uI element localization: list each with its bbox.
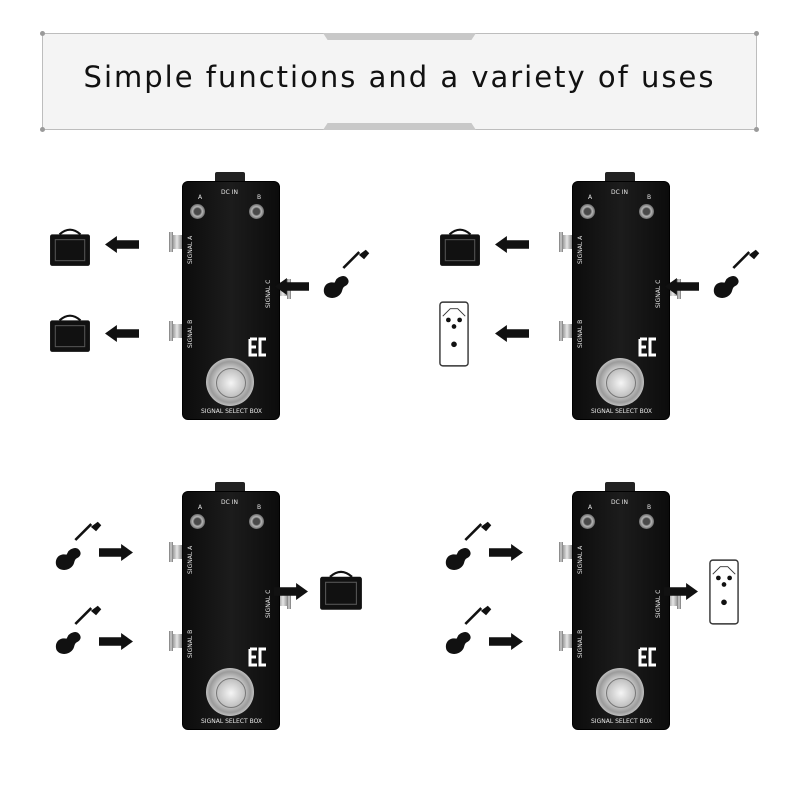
- dc-in-label: DC IN: [221, 189, 238, 196]
- arrow-right-icon: [95, 544, 137, 561]
- led-a-label: A: [198, 504, 203, 511]
- signal-a-label: SIGNAL A: [187, 545, 194, 574]
- signal-select-pedal: A DC IN B SIGNAL A SIGNAL B SIGNAL C SIG…: [545, 170, 685, 430]
- brand-logo: [248, 337, 268, 359]
- pedal-name-label: SIGNAL SELECT BOX: [201, 408, 263, 415]
- banner-corner-dot: [40, 127, 45, 132]
- jack-signal-b: [169, 321, 182, 341]
- signal-b-label: SIGNAL B: [187, 629, 194, 658]
- led-a: [190, 514, 205, 529]
- pedal-name-label: SIGNAL SELECT BOX: [201, 718, 263, 725]
- banner-corner-dot: [40, 31, 45, 36]
- brand-logo: [248, 647, 268, 669]
- dc-in-label: DC IN: [611, 499, 628, 506]
- jack-signal-b: [169, 631, 182, 651]
- led-a: [190, 204, 205, 219]
- pedal-name-label: SIGNAL SELECT BOX: [591, 718, 653, 725]
- jack-signal-b: [559, 631, 572, 651]
- arrow-left-icon: [662, 278, 702, 295]
- footswitch: [596, 668, 644, 716]
- arrow-right-icon: [95, 633, 137, 650]
- banner-bottom-tab: [323, 123, 476, 130]
- title-banner: Simple functions and a variety of uses: [40, 31, 759, 132]
- led-b-label: B: [647, 194, 652, 201]
- jack-signal-c: [668, 589, 681, 609]
- usage-panel-3: A DC IN B SIGNAL A SIGNAL B SIGNAL C SIG…: [25, 480, 415, 780]
- signal-a-label: SIGNAL A: [577, 235, 584, 264]
- banner-title: Simple functions and a variety of uses: [83, 60, 716, 94]
- footswitch: [206, 668, 254, 716]
- pedal-clip: [605, 172, 635, 182]
- led-a-label: A: [198, 194, 203, 201]
- brand-logo: [638, 337, 658, 359]
- pedal-clip: [215, 172, 245, 182]
- usage-panel-4: A DC IN B SIGNAL A SIGNAL B SIGNAL C SIG…: [415, 480, 800, 780]
- pedal-body: A DC IN B SIGNAL A SIGNAL B SIGNAL C SIG…: [182, 491, 280, 730]
- led-b: [639, 204, 654, 219]
- dc-in-label: DC IN: [611, 189, 628, 196]
- jack-signal-c: [278, 589, 291, 609]
- pedal-body: A DC IN B SIGNAL A SIGNAL B SIGNAL C SIG…: [182, 181, 280, 420]
- signal-b-label: SIGNAL B: [577, 629, 584, 658]
- banner-top-tab: [323, 33, 476, 40]
- arrow-left-icon: [105, 325, 139, 342]
- signal-c-label: SIGNAL C: [265, 279, 272, 308]
- signal-a-label: SIGNAL A: [577, 545, 584, 574]
- banner-corner-dot: [754, 127, 759, 132]
- pedal-clip: [605, 482, 635, 492]
- arrow-right-icon: [485, 633, 527, 650]
- pedal-body: A DC IN B SIGNAL A SIGNAL B SIGNAL C SIG…: [572, 491, 670, 730]
- output-a-amp-icon: [49, 226, 91, 268]
- signal-b-label: SIGNAL B: [187, 319, 194, 348]
- usage-panel-2: A DC IN B SIGNAL A SIGNAL B SIGNAL C SIG…: [415, 170, 800, 470]
- led-b: [639, 514, 654, 529]
- led-a: [580, 514, 595, 529]
- pedal-clip: [215, 482, 245, 492]
- led-a-label: A: [588, 194, 593, 201]
- led-b-label: B: [257, 194, 262, 201]
- signal-select-pedal: A DC IN B SIGNAL A SIGNAL B SIGNAL C SIG…: [155, 170, 295, 430]
- signal-a-label: SIGNAL A: [187, 235, 194, 264]
- banner-corner-dot: [754, 31, 759, 36]
- signal-b-label: SIGNAL B: [577, 319, 584, 348]
- jack-signal-a: [559, 232, 572, 252]
- arrow-right-icon: [660, 583, 702, 600]
- brand-logo: [638, 647, 658, 669]
- arrow-left-icon: [105, 236, 139, 253]
- led-a-label: A: [588, 504, 593, 511]
- arrow-left-icon: [495, 236, 529, 253]
- output-b-tuner-icon: [439, 300, 469, 368]
- dc-in-label: DC IN: [221, 499, 238, 506]
- pedal-name-label: SIGNAL SELECT BOX: [591, 408, 653, 415]
- pedal-body: A DC IN B SIGNAL A SIGNAL B SIGNAL C SIG…: [572, 181, 670, 420]
- output-c-tuner-icon: [709, 558, 739, 626]
- led-b: [249, 514, 264, 529]
- led-a: [580, 204, 595, 219]
- input-c-guitar-icon: [709, 248, 761, 300]
- signal-select-pedal: A DC IN B SIGNAL A SIGNAL B SIGNAL C SIG…: [545, 480, 685, 740]
- jack-signal-a: [169, 232, 182, 252]
- led-b-label: B: [647, 504, 652, 511]
- arrow-right-icon: [270, 583, 312, 600]
- arrow-right-icon: [485, 544, 527, 561]
- led-b-label: B: [257, 504, 262, 511]
- signal-select-pedal: A DC IN B SIGNAL A SIGNAL B SIGNAL C SIG…: [155, 480, 295, 740]
- usage-panel-1: A DC IN B SIGNAL A SIGNAL B SIGNAL C SIG…: [25, 170, 415, 470]
- input-c-guitar-icon: [319, 248, 371, 300]
- signal-c-label: SIGNAL C: [655, 279, 662, 308]
- jack-signal-a: [169, 542, 182, 562]
- output-a-amp-icon: [439, 226, 481, 268]
- led-b: [249, 204, 264, 219]
- jack-signal-b: [559, 321, 572, 341]
- arrow-left-icon: [495, 325, 529, 342]
- jack-signal-a: [559, 542, 572, 562]
- output-b-amp-icon: [49, 312, 91, 354]
- footswitch: [206, 358, 254, 406]
- arrow-left-icon: [272, 278, 312, 295]
- output-c-amp-icon: [319, 568, 363, 612]
- footswitch: [596, 358, 644, 406]
